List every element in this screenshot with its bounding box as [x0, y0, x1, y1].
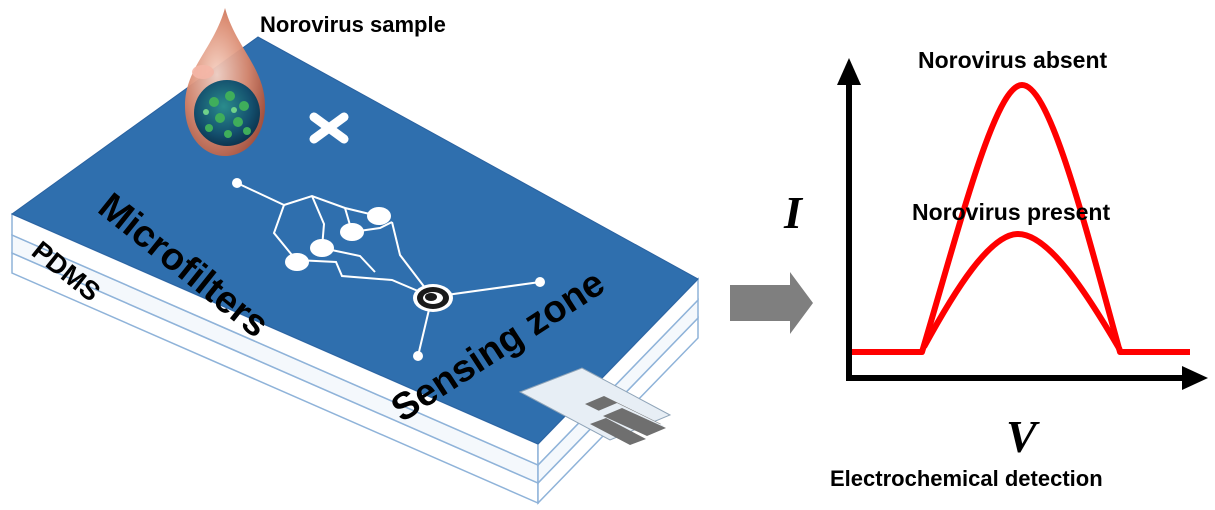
series-curve-present	[921, 231, 1123, 352]
norovirus-droplet: Norovirus sample	[185, 8, 446, 156]
sample-label: Norovirus sample	[260, 12, 446, 37]
sensing-electrode-icon	[413, 284, 453, 312]
series-curve-absent	[852, 82, 1190, 355]
detection-label: Electrochemical detection	[830, 466, 1103, 491]
iv-chart: Norovirus absent Norovirus present I V E…	[783, 47, 1208, 491]
right-arrow-icon	[730, 272, 813, 334]
virus-particle-icon	[194, 80, 260, 146]
cross-icon	[309, 112, 349, 144]
y-axis-label: I	[783, 187, 804, 238]
legend-label-present: Norovirus present	[912, 199, 1110, 225]
x-axis-arrowhead	[1182, 366, 1208, 390]
microfluidic-chip: Microfilters PDMS Sensing zone	[10, 36, 699, 505]
legend-label-absent: Norovirus absent	[918, 47, 1107, 73]
electrode-strip	[518, 367, 672, 445]
y-axis-arrowhead	[837, 58, 861, 85]
microfilter-chambers	[232, 178, 545, 361]
x-axis-label: V	[1006, 411, 1040, 462]
